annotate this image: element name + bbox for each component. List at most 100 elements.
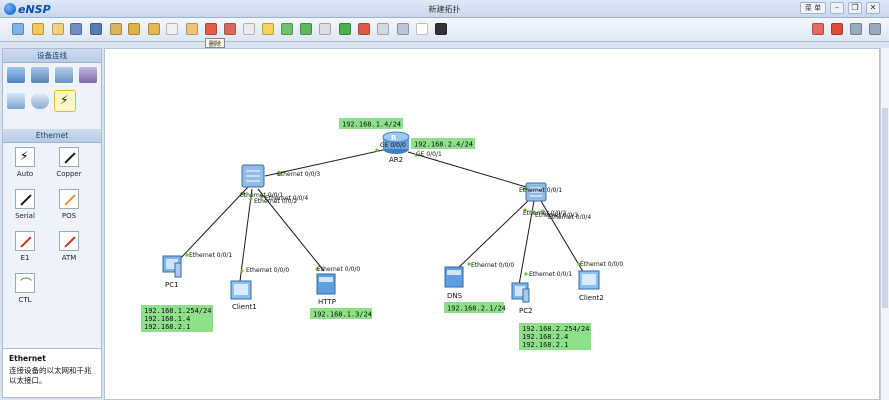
pc1-mask-gw: 192.168.1.4	[144, 315, 190, 323]
port-label: Ethernet 0/0/3	[277, 171, 320, 178]
menu-button[interactable]: 菜 单	[800, 2, 826, 14]
minimize-button[interactable]: –	[830, 2, 844, 14]
app-name: eNSP	[18, 2, 51, 16]
link-sw1-ar2	[264, 147, 393, 177]
zoom-in-icon[interactable]	[281, 23, 293, 35]
router-ar2-icon[interactable]: R	[382, 131, 410, 154]
new-topology-icon[interactable]	[12, 23, 24, 35]
port-label: Ethernet 0/0/0	[246, 267, 289, 274]
port-dot	[185, 253, 189, 257]
link-sw2-client2	[540, 200, 586, 276]
cable-pos[interactable]: POS	[49, 189, 89, 227]
port-dot	[531, 210, 535, 214]
settings-icon[interactable]	[850, 23, 862, 35]
huawei-icon[interactable]	[831, 23, 843, 35]
grid-icon[interactable]	[416, 23, 428, 35]
pc1-label: PC1	[165, 281, 179, 289]
link-sw2-pc2	[518, 200, 535, 286]
ip-label-ar-left: 192.168.1.4/24	[342, 121, 401, 129]
pc2-mask-gw: 192.168.2.4	[522, 333, 568, 341]
toolbar	[0, 18, 889, 42]
port-label: Ethernet 0/0/4	[548, 214, 591, 221]
print-icon[interactable]	[90, 23, 102, 35]
switch-icon[interactable]	[31, 67, 49, 83]
link-sw1-client1	[239, 188, 253, 282]
auto-cable-icon: ⚡	[15, 147, 35, 167]
port-dot	[523, 208, 527, 212]
fit-view-icon[interactable]	[319, 23, 331, 35]
description-text: 连接设备的以太网和千兆以太接口。	[9, 366, 92, 385]
open-icon[interactable]	[32, 23, 44, 35]
text-icon[interactable]	[243, 23, 255, 35]
port-label: Ethernet 0/0/1	[519, 187, 562, 194]
topology-icon[interactable]	[435, 23, 447, 35]
port-label: Ethernet 0/0/1	[240, 192, 283, 199]
cable-serial[interactable]: Serial	[5, 189, 45, 227]
cable-auto[interactable]: ⚡ Auto	[15, 147, 35, 178]
ar2-label: AR2	[389, 156, 403, 164]
link-ar2-sw2	[407, 151, 534, 190]
switch2-icon[interactable]	[525, 182, 547, 202]
redo-icon[interactable]	[128, 23, 140, 35]
firewall-icon[interactable]	[79, 67, 97, 83]
devices-header: 设备连线	[3, 49, 101, 63]
stop-device-icon[interactable]	[358, 23, 370, 35]
http-server-icon[interactable]	[316, 273, 336, 295]
pc-terminal-icon[interactable]	[7, 93, 25, 109]
cable-e1[interactable]: E1	[5, 231, 45, 269]
save-as-icon[interactable]	[70, 23, 82, 35]
start-device-icon[interactable]	[339, 23, 351, 35]
pos-cable-icon	[59, 189, 79, 209]
save-icon[interactable]	[52, 23, 64, 35]
hand-pan-icon[interactable]	[186, 23, 198, 35]
port-label: Ethernet 0/0/0	[317, 266, 360, 273]
ip-label-box	[444, 302, 504, 313]
pc2-icon[interactable]	[511, 282, 530, 303]
port-label: Ethernet 0/0/1	[189, 252, 232, 259]
help-icon[interactable]	[869, 23, 881, 35]
title-bar: eNSP 新建拓扑 菜 单 – ❐ ✕	[0, 0, 889, 18]
undo-icon[interactable]	[110, 23, 122, 35]
palette-icon[interactable]	[262, 23, 274, 35]
client2-label: Client2	[579, 294, 604, 302]
capture-icon[interactable]	[377, 23, 389, 35]
cable-atm[interactable]: ATM	[49, 231, 89, 269]
e1-cable-icon	[15, 231, 35, 251]
client1-icon[interactable]	[230, 280, 252, 300]
show-labels-icon[interactable]	[397, 23, 409, 35]
dns-server-icon[interactable]	[444, 266, 464, 288]
chat-icon[interactable]	[812, 23, 824, 35]
cable-ctl[interactable]: ⌒ CTL	[5, 273, 45, 311]
port-label: Ethernet 0/0/0	[580, 261, 623, 268]
delete-icon[interactable]	[205, 23, 217, 35]
router-icon[interactable]	[7, 67, 25, 83]
pc2-ip: 192.168.2.254/24	[522, 325, 589, 333]
pc1-icon[interactable]	[162, 255, 182, 278]
tooltip: 删除	[205, 38, 225, 48]
delete-all-icon[interactable]	[224, 23, 236, 35]
close-button[interactable]: ✕	[866, 2, 880, 14]
cables-header: Ethernet	[3, 129, 101, 143]
cloud-icon[interactable]	[31, 93, 49, 109]
select-icon[interactable]	[148, 23, 160, 35]
serial-cable-icon	[15, 189, 35, 209]
connection-icon[interactable]: ⚡	[54, 90, 76, 112]
zoom-out-icon[interactable]	[300, 23, 312, 35]
wlan-icon[interactable]	[55, 67, 73, 83]
dns-label: DNS	[447, 292, 463, 300]
topology-canvas[interactable]: R AR2 PC1 Client1 HTTP DNS	[104, 48, 880, 400]
ip-label-box	[310, 308, 372, 319]
maximize-button[interactable]: ❐	[848, 2, 862, 14]
cable-copper[interactable]: Copper	[49, 147, 89, 185]
port-dot	[249, 197, 253, 201]
client2-icon[interactable]	[578, 270, 600, 290]
port-dot	[240, 269, 244, 273]
app-logo: eNSP	[4, 2, 51, 16]
pointer-icon[interactable]	[166, 23, 178, 35]
vertical-scrollbar[interactable]	[880, 48, 889, 400]
http-label: HTTP	[318, 298, 336, 306]
switch1-icon[interactable]	[241, 164, 265, 188]
ip-label-box	[339, 118, 403, 129]
device-panel: 设备连线 ⚡ Ethernet ⚡ Auto Copper Serial POS…	[2, 48, 102, 398]
scrollbar-thumb[interactable]	[882, 108, 888, 308]
